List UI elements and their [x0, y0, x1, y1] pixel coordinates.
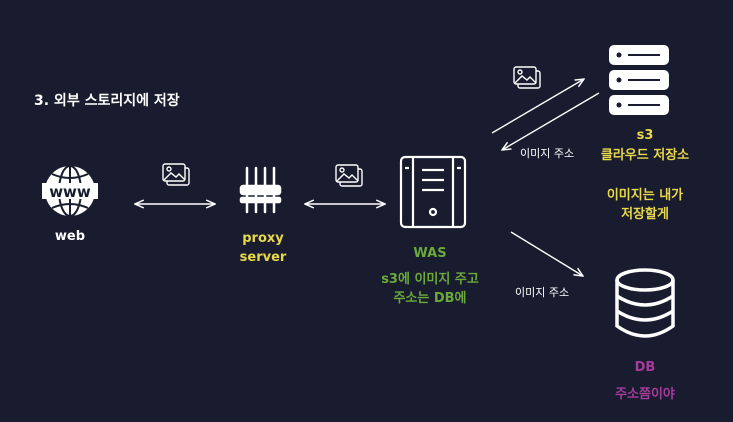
- www-globe-icon: www: [42, 165, 98, 217]
- proxy-label-line2: server: [239, 250, 287, 265]
- arrow-was-to-s3: [491, 79, 584, 134]
- proxy-server-icon: [239, 166, 282, 214]
- s3-label: s3 클라우드 저장소: [575, 126, 715, 166]
- image-icon-web-proxy: [162, 163, 190, 186]
- s3-note-line1: 이미지는 내가: [606, 188, 684, 203]
- db-label: DB: [634, 360, 656, 375]
- proxy-label-line1: proxy: [242, 231, 284, 246]
- image-icon-was-s3: [513, 66, 541, 89]
- server-tower-icon: [399, 155, 467, 229]
- s3-label-line2: 클라우드 저장소: [600, 148, 690, 163]
- s3-note-line2: 저장할게: [621, 207, 669, 222]
- image-icon-proxy-was: [335, 164, 363, 187]
- database-icon: [615, 268, 675, 338]
- diagram-title: 3. 외부 스토리지에 저장: [34, 93, 180, 109]
- svg-text:www: www: [49, 183, 91, 201]
- storage-stack-icon: [609, 45, 669, 115]
- edge-label-db: 이미지 주소: [515, 286, 570, 299]
- arrow-s3-to-was: [502, 92, 600, 150]
- web-label: web: [54, 229, 86, 244]
- db-note: 주소쯤이야: [615, 387, 675, 402]
- edge-label-s3-return: 이미지 주소: [520, 147, 575, 160]
- was-note-line2: 주소는 DB에: [393, 291, 467, 306]
- proxy-label: proxy server: [228, 229, 298, 267]
- s3-note: 이미지는 내가 저장할게: [585, 186, 705, 224]
- was-note-line1: s3에 이미지 주고: [381, 272, 479, 287]
- arrow-was-to-db: [510, 231, 583, 276]
- s3-label-line1: s3: [636, 128, 654, 143]
- was-label: WAS: [413, 246, 447, 261]
- was-note: s3에 이미지 주고 주소는 DB에: [360, 270, 500, 308]
